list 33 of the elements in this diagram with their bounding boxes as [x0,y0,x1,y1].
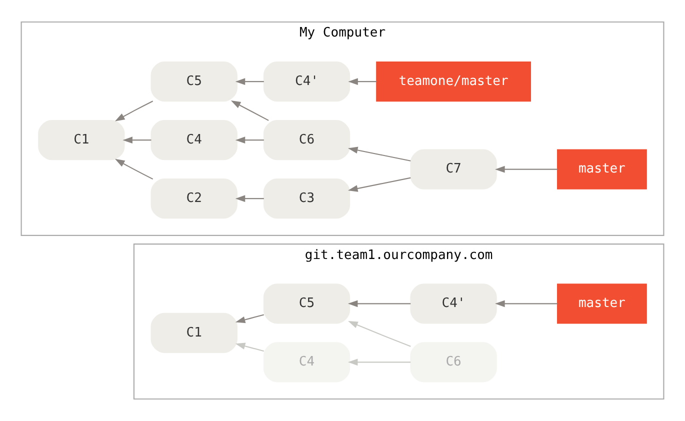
arrow [230,100,269,121]
node-box: C2 [150,178,238,219]
arrow [348,358,411,366]
arrow [235,136,264,144]
node-box: C4' [263,62,350,102]
node-box: C6 [263,120,350,160]
arrow [348,78,376,85]
arrow [495,166,558,173]
node-box: C7 [410,149,497,190]
node-box: C6 [410,342,497,382]
arrow [235,78,264,85]
node-box: C5 [150,62,238,102]
arrow [114,100,154,122]
node-box: C4' [410,284,497,324]
node-box: C4 [150,120,238,160]
node-box: C1 [38,120,125,160]
node-box: C5 [263,284,350,324]
arrow [348,146,411,162]
node-box: C3 [263,178,350,219]
node-box: master [557,284,647,324]
arrow [495,300,558,308]
arrow [114,158,154,180]
node-box: C4 [263,342,350,382]
node-box: C1 [150,312,238,353]
arrow [235,314,264,324]
arrow [122,136,152,144]
node-box: teamone/master [376,62,531,102]
arrow [348,177,411,192]
node-box: master [557,149,647,190]
arrow [348,321,411,347]
arrow [235,195,264,202]
arrow [348,300,411,308]
arrow [235,342,264,352]
